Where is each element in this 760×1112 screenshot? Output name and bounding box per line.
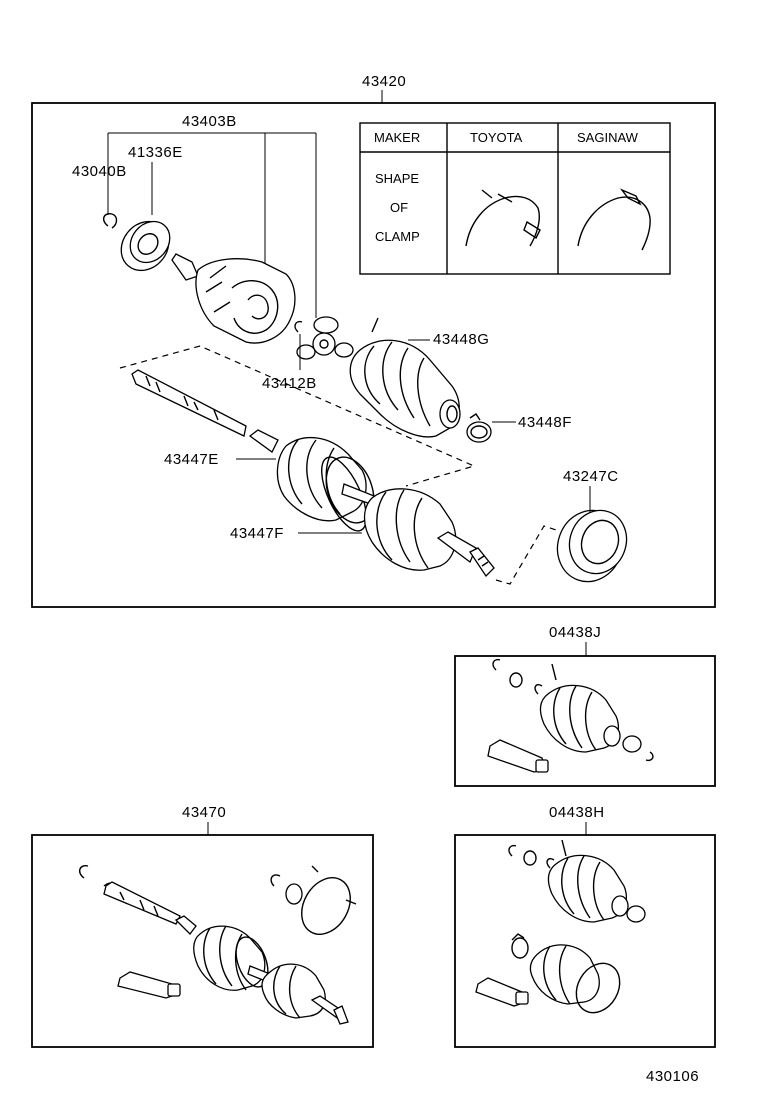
callout-43040B: 43040B [72,163,127,180]
seal-41336E [120,220,171,272]
callout-43403B: 43403B [182,113,237,130]
kit-box-04438J [454,655,716,787]
table-header-maker: MAKER [374,130,420,145]
table-row-label-3: CLAMP [375,229,420,244]
saginaw-clamp-icon [577,188,651,251]
ring-43247C [556,509,628,583]
callout-43447F: 43447F [230,525,284,542]
kit-label-43470: 43470 [182,804,226,821]
kit-j-contents [487,658,654,773]
kit-box-04438H [454,834,716,1048]
table-header-toyota: TOYOTA [470,130,523,145]
callout-43448G: 43448G [433,331,489,348]
table-row-label-1: SHAPE [375,171,419,186]
callout-41336E: 41336E [128,144,183,161]
drive-shaft [131,369,495,578]
table-row-label-2: OF [390,200,408,215]
callout-43247C: 43247C [563,468,619,485]
kit-label-04438H: 04438H [549,804,605,821]
callout-43448F: 43448F [518,414,572,431]
clamp-43448F [466,413,492,443]
kit-box-43470 [31,834,374,1048]
main-assembly-box [31,102,716,608]
figure-number: 430106 [646,1068,699,1085]
outboard-joint-housing [171,253,296,344]
callout-43447E: 43447E [164,451,219,468]
kit-label-04438J: 04438J [549,624,601,641]
table-header-saginaw: SAGINAW [577,130,639,145]
clamp-table: MAKER TOYOTA SAGINAW SHAPE OF CLAMP [359,122,671,275]
toyota-clamp-icon [465,189,541,247]
snap-ring-43040B [102,212,118,229]
kit-43470-contents [78,864,357,1025]
kit-h-contents [475,839,646,1014]
assembly-label: 43420 [362,73,406,90]
boot-43448G [349,317,461,438]
callout-43412B: 43412B [262,375,317,392]
tripod-43412B [294,316,354,360]
